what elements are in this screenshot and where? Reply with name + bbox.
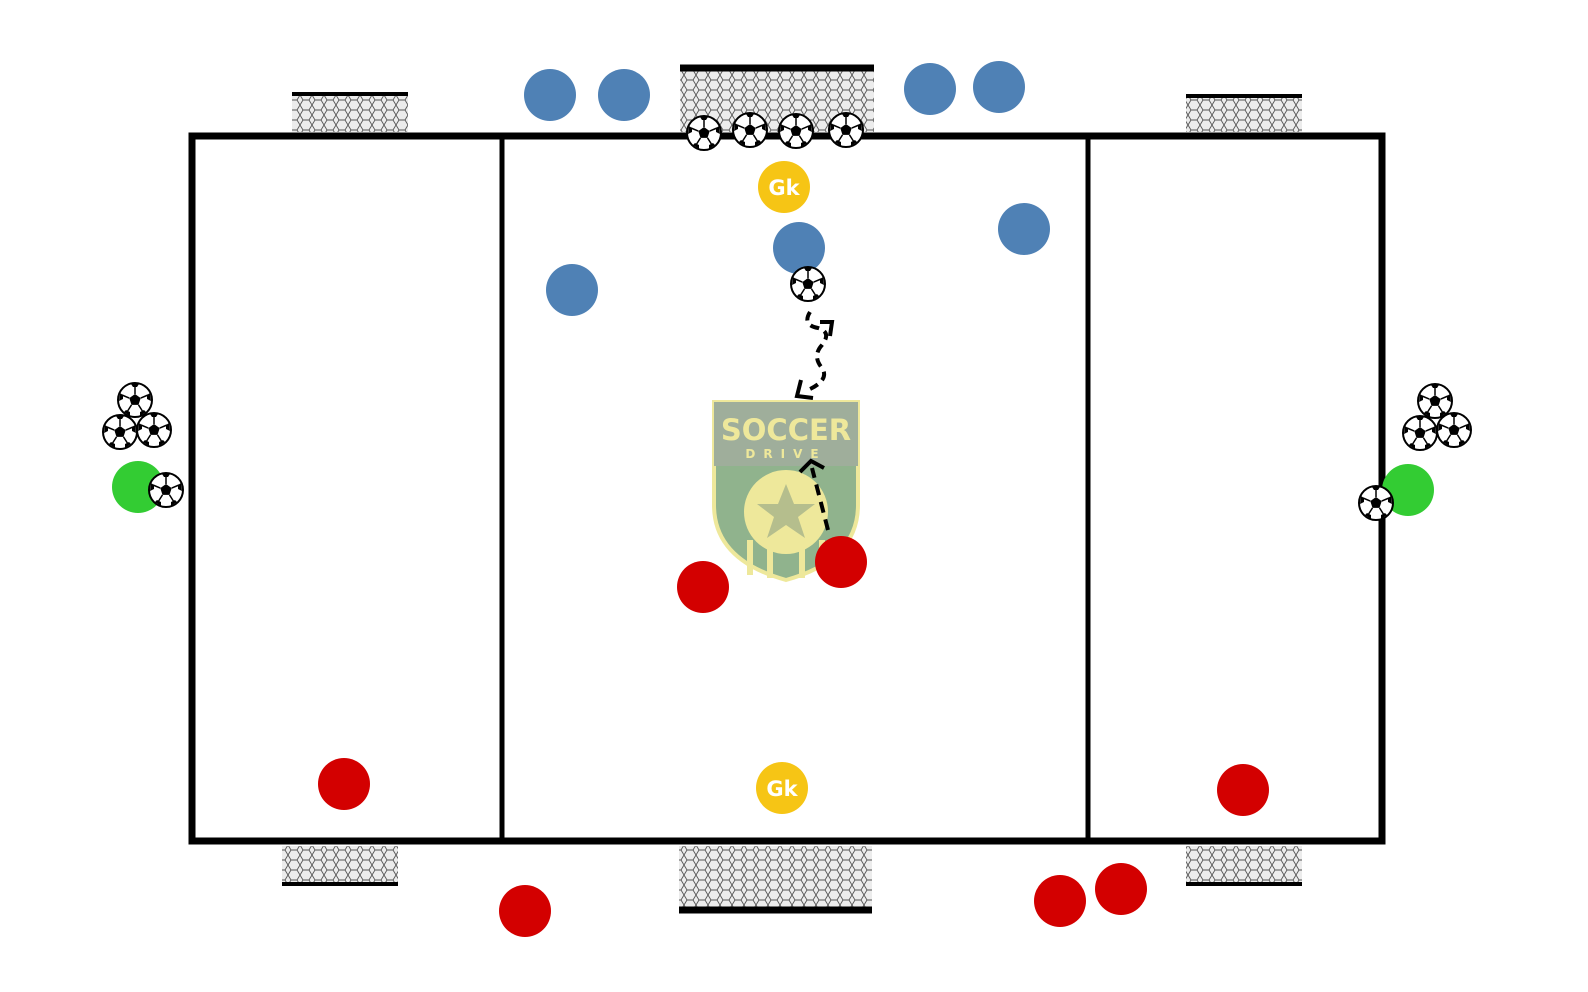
soccer-drive-logo: SOCCER DRIVE xyxy=(712,400,860,583)
ball xyxy=(148,472,184,508)
goal-top-left xyxy=(292,92,408,132)
goalkeeper-top: Gk xyxy=(758,161,810,213)
ball xyxy=(790,266,826,302)
star-ball-shield-icon xyxy=(744,470,828,578)
blue-player xyxy=(546,264,598,316)
logo-line2: DRIVE xyxy=(745,447,826,461)
logo-line1: SOCCER xyxy=(721,413,851,447)
goalkeeper-label: Gk xyxy=(768,176,800,200)
blue-player xyxy=(524,69,576,121)
goal-top-right xyxy=(1186,94,1302,132)
dribble-arrow xyxy=(794,310,835,400)
goalkeeper-bottom: Gk xyxy=(756,762,808,814)
goal-bottom-left xyxy=(282,846,398,886)
blue-player xyxy=(973,61,1025,113)
goal-bottom-center xyxy=(679,846,872,914)
blue-player xyxy=(998,203,1050,255)
red-team xyxy=(318,536,1269,937)
goal-bottom-right xyxy=(1186,846,1302,886)
red-player xyxy=(1034,875,1086,927)
ball-stack-left xyxy=(102,382,172,450)
neutral-player-right xyxy=(1382,464,1434,516)
red-player xyxy=(815,536,867,588)
neutral-player-left xyxy=(112,461,164,513)
red-player xyxy=(1095,863,1147,915)
ball-stack-right xyxy=(1402,383,1472,451)
red-player xyxy=(499,885,551,937)
pass-arrow xyxy=(798,458,830,531)
ball xyxy=(1358,485,1394,521)
blue-player xyxy=(773,222,825,274)
red-player xyxy=(1217,764,1269,816)
blue-player xyxy=(598,69,650,121)
red-player xyxy=(677,561,729,613)
neutral-players xyxy=(112,461,1434,516)
blue-team xyxy=(524,61,1050,316)
red-player xyxy=(318,758,370,810)
goalkeeper-label: Gk xyxy=(766,777,798,801)
blue-player xyxy=(904,63,956,115)
